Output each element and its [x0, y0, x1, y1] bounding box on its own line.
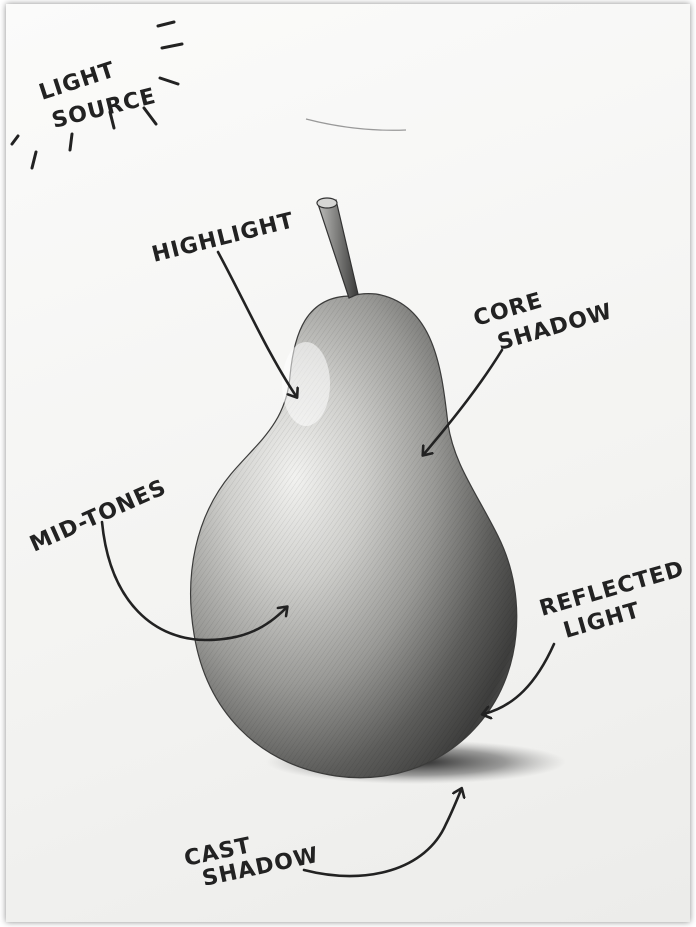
pear-stem: [318, 200, 358, 298]
paper-sheet: LIGHT SOURCE HIGHLIGHT CORE SHADOW MID-T…: [6, 4, 690, 922]
pear-hatching: [191, 294, 517, 778]
arrow-cast-shadow: [304, 790, 461, 876]
mid-tones-label: MID-TONES: [26, 475, 170, 557]
stray-pencil-stroke: [306, 119, 406, 130]
stem-tip: [317, 198, 337, 208]
pear-shading-diagram: LIGHT SOURCE HIGHLIGHT CORE SHADOW MID-T…: [6, 4, 690, 922]
light-rays: [12, 22, 182, 168]
